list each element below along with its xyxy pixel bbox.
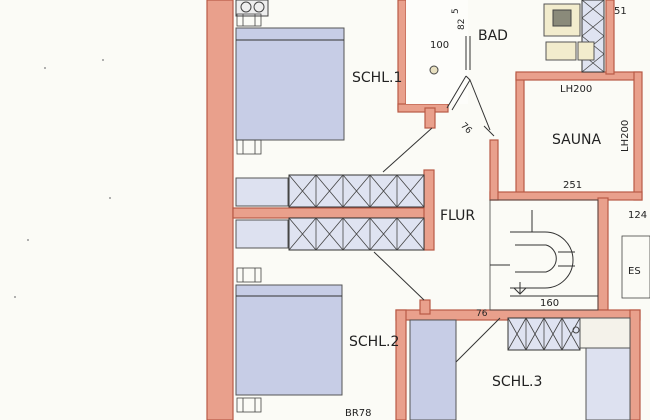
bad-width-dimension: 100 <box>430 40 449 51</box>
wall-sauna-top <box>515 71 641 81</box>
nightstand <box>236 267 262 283</box>
door-stub-schl2 <box>419 299 431 315</box>
door-swing-schl3 <box>455 317 501 363</box>
stair-outline <box>489 199 599 311</box>
room-label-schl1: SCHL.1 <box>352 70 402 86</box>
door-dimension-bad: 76 <box>458 121 473 136</box>
wall-duct <box>423 169 435 251</box>
room-top-right: 51 <box>543 0 627 73</box>
stair-spiral <box>510 231 574 289</box>
room-schl2: SCHL.2 BR78 <box>235 251 425 419</box>
sauna-lh-side: LH200 <box>620 120 631 152</box>
nightstand <box>236 139 262 155</box>
door-swing-schl2 <box>373 251 425 301</box>
bad-height-dimension-sup: 5 <box>451 8 461 14</box>
stair-arrow <box>513 282 527 295</box>
wardrobe-knob <box>240 1 252 13</box>
wardrobe-knob <box>253 1 265 13</box>
room-sauna: LH200 LH200 SAUNA 251 <box>552 84 631 191</box>
wall-flur-right <box>489 139 499 201</box>
door-dimension-schl3: 76 <box>476 309 488 319</box>
small-cabinet <box>545 41 577 61</box>
wardrobe-schl1 <box>235 174 425 208</box>
paper-specks <box>14 59 111 298</box>
room-schl3: 76 SCHL.3 <box>409 309 631 420</box>
shower-drain <box>429 65 439 75</box>
room-schl1: SCHL.1 <box>235 0 433 173</box>
wall-right-est <box>597 197 609 311</box>
wall-bad-left <box>397 0 407 111</box>
wall-sauna-bottom <box>489 191 643 201</box>
sauna-lh-top: LH200 <box>560 84 592 95</box>
stair-width-dimension: 160 <box>540 298 559 309</box>
room-label-flur: FLUR <box>440 208 475 224</box>
bad-height-dimension: 82 <box>457 19 467 30</box>
room-est: ES 124 <box>621 210 650 299</box>
room-label-schl2: SCHL.2 <box>349 334 399 350</box>
wardrobe-schl2 <box>235 217 425 251</box>
room-label-schl3: SCHL.3 <box>492 374 542 390</box>
wall-bad-bottom <box>397 103 449 113</box>
shelf-unit <box>581 0 605 73</box>
window-dimension-schl2: BR78 <box>345 408 372 419</box>
nightstand <box>236 13 262 27</box>
wall-schl3-left <box>395 309 407 420</box>
room-flur: FLUR 160 <box>440 199 599 311</box>
wall-sauna-left <box>515 73 525 195</box>
sink-basin <box>552 9 572 27</box>
room-label-est: ES <box>628 266 641 277</box>
small-cabinet <box>577 41 595 61</box>
exterior-wall-left <box>206 0 234 420</box>
door-stub-bad <box>424 107 436 129</box>
wall-schl1-schl2 <box>232 207 430 219</box>
wall-sauna-right <box>633 71 643 201</box>
bed-schl1 <box>235 27 345 141</box>
dresser-schl3 <box>579 317 631 349</box>
dresser-knob <box>572 326 580 334</box>
door-swing-schl1 <box>382 127 433 173</box>
top-right-dimension: 51 <box>614 6 627 17</box>
room-label-sauna: SAUNA <box>552 132 601 148</box>
room-bad: 100 82 5 BAD 76 <box>406 0 508 136</box>
right-partial-dimension: 124 <box>628 210 647 221</box>
sauna-width-dimension: 251 <box>563 180 582 191</box>
bed-schl3 <box>409 319 457 420</box>
side-table-schl3 <box>585 347 631 420</box>
bed-schl2 <box>235 284 343 396</box>
wall-schl3-right <box>629 309 641 420</box>
wall-top-right <box>605 0 615 75</box>
nightstand <box>236 397 262 413</box>
room-label-bad: BAD <box>478 28 508 44</box>
